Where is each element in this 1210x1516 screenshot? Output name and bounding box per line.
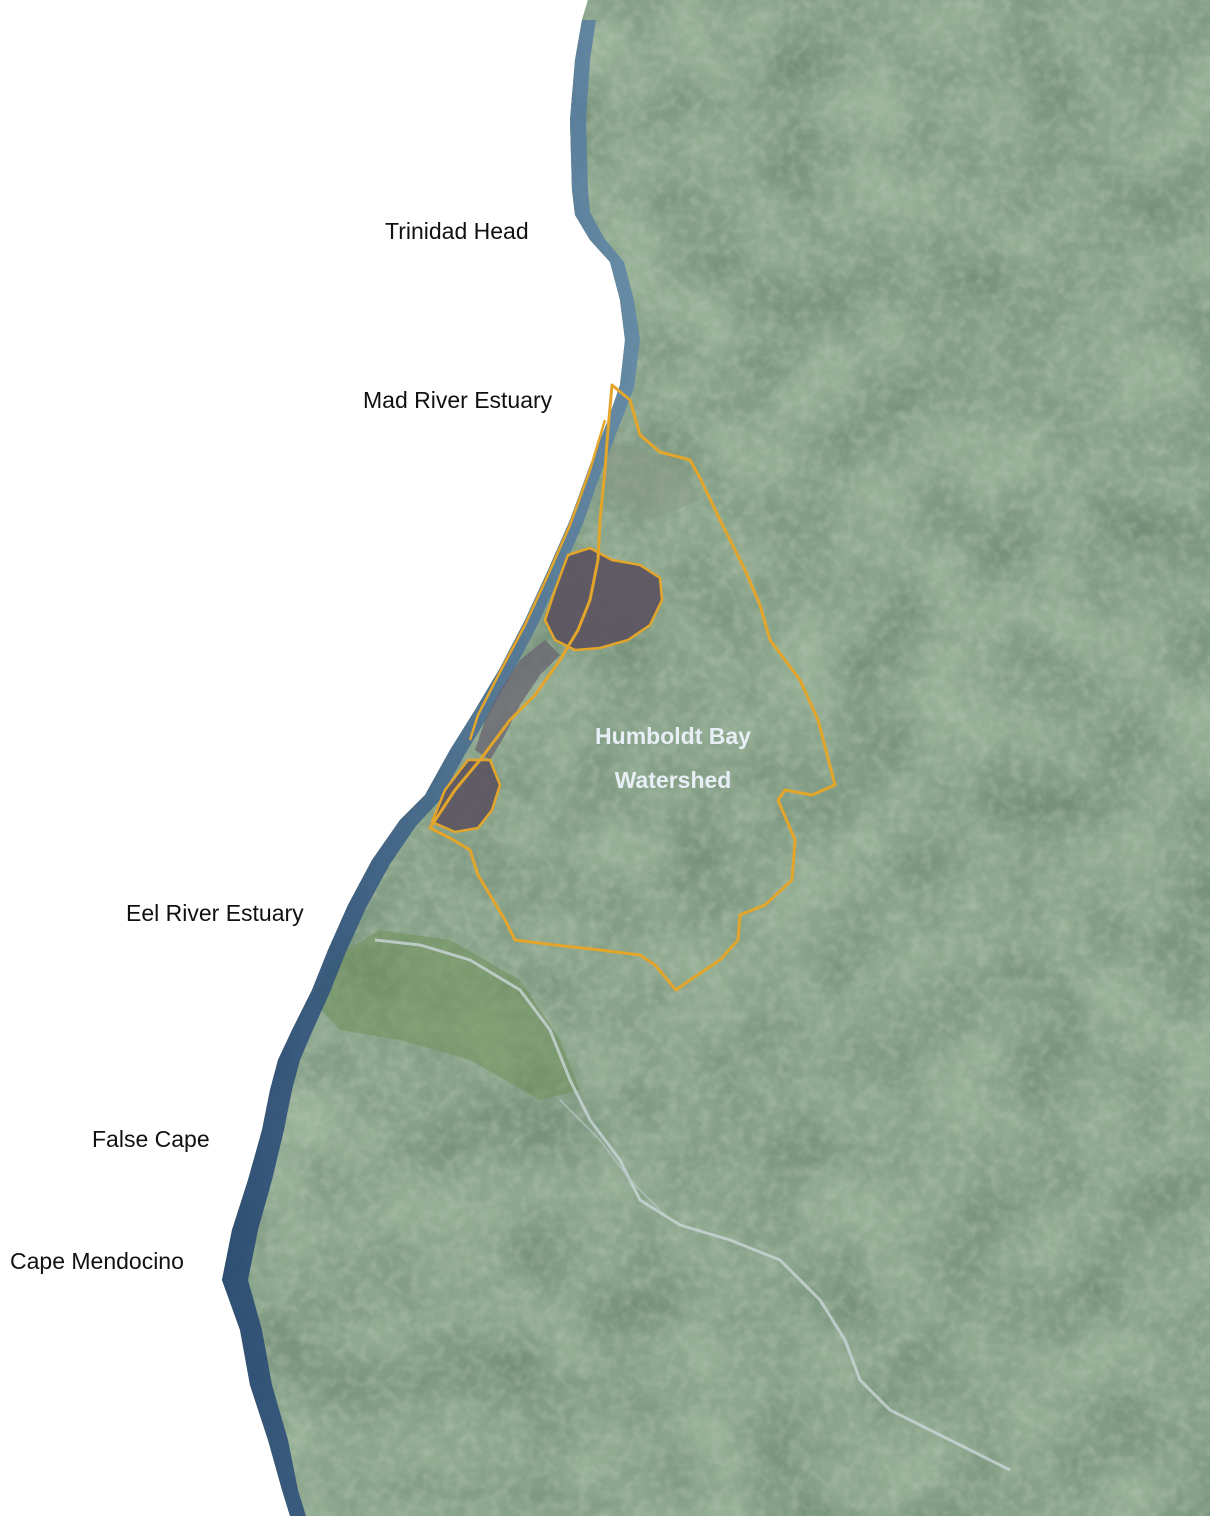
humboldt-bay-south (432, 760, 500, 832)
farmland-area (312, 930, 580, 1100)
eel-river (374, 938, 1011, 1472)
trinidad-head-label: Trinidad Head (385, 218, 529, 244)
region-label-line2: Watershed (614, 766, 732, 793)
coastal-surf (222, 20, 640, 1516)
farmland-area-north (600, 440, 700, 520)
watershed-boundary (428, 383, 837, 992)
cape-mendocino-label: Cape Mendocino (10, 1248, 184, 1274)
humboldt-bay-watershed-label: Humboldt Bay Watershed (578, 715, 768, 802)
van-duzen-river (559, 1099, 661, 1211)
terrain-speckle (222, 0, 1210, 1516)
region-label-line1: Humboldt Bay (595, 723, 751, 749)
bay-channel (475, 640, 560, 760)
eel-river-estuary-label: Eel River Estuary (126, 900, 304, 926)
humboldt-bay-north (545, 548, 662, 650)
bay-boundary-north (543, 546, 664, 652)
spit-boundary (468, 419, 607, 741)
bay-boundary-south (430, 758, 502, 834)
mad-river-estuary-label: Mad River Estuary (359, 386, 557, 415)
false-cape-label: False Cape (92, 1126, 210, 1152)
